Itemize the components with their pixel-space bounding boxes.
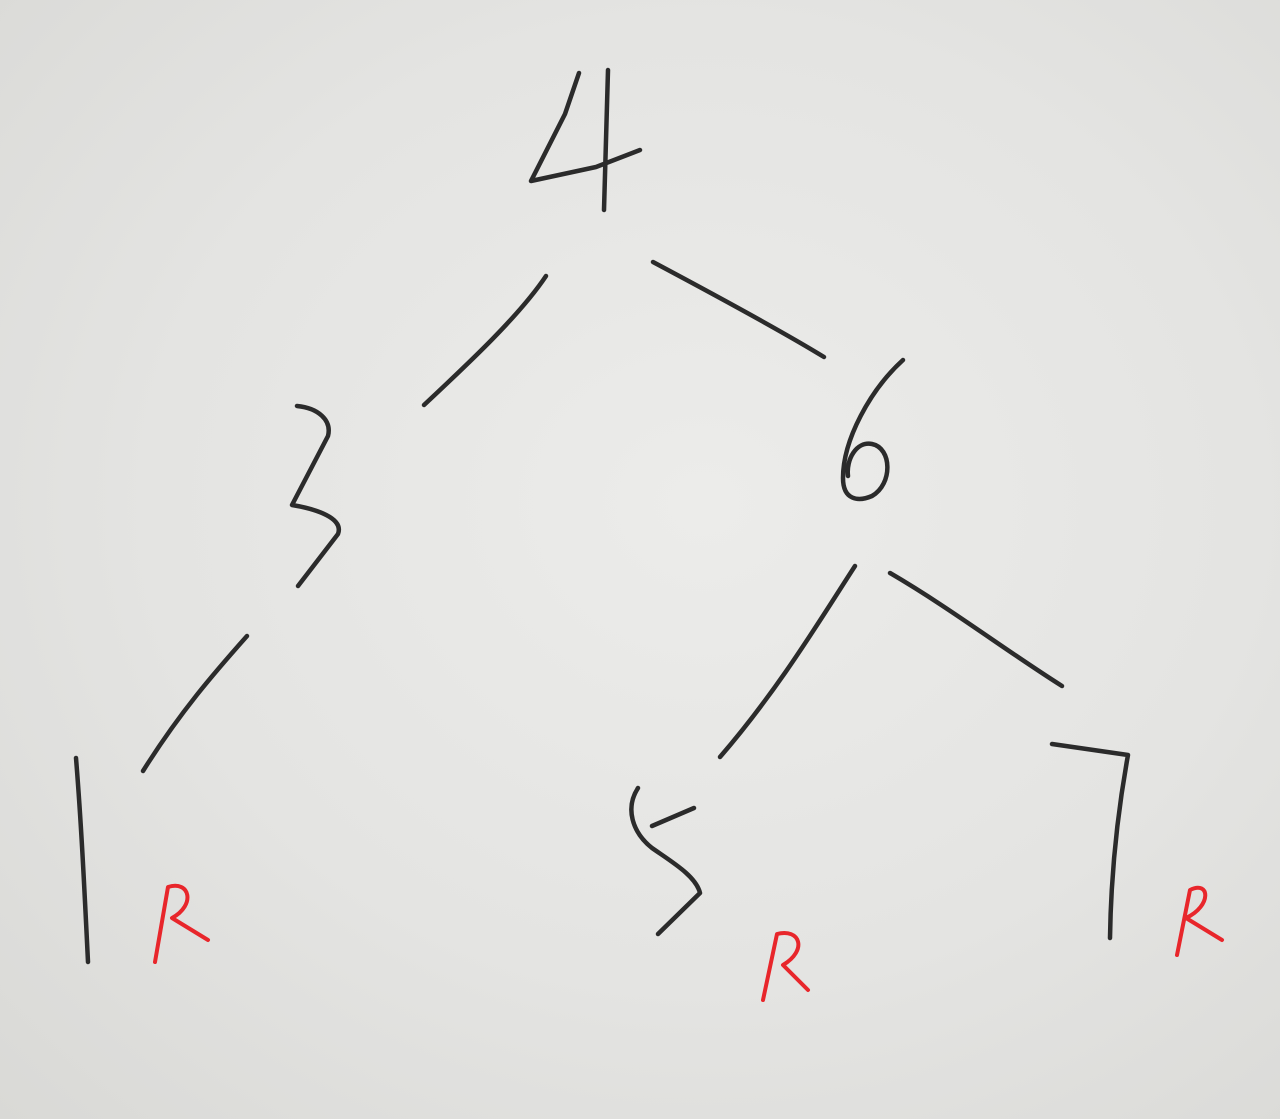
edge-4-6 (650, 259, 827, 360)
red-mark-node-5: R (761, 931, 810, 1002)
edge-4-3 (421, 273, 549, 408)
edge-6-7 (887, 570, 1065, 689)
red-mark-node-1: R (153, 883, 210, 964)
node-5: 5 (629, 785, 703, 937)
node-1: 1 (73, 755, 91, 965)
edge-6-5 (717, 563, 858, 760)
node-6: 6 (840, 357, 906, 502)
edge-3-1 (140, 633, 250, 774)
node-7: 7 (1049, 741, 1131, 941)
red-mark-node-7: R (1175, 885, 1224, 957)
node-4: 4 (528, 67, 643, 213)
node-3: 3 (289, 403, 342, 589)
